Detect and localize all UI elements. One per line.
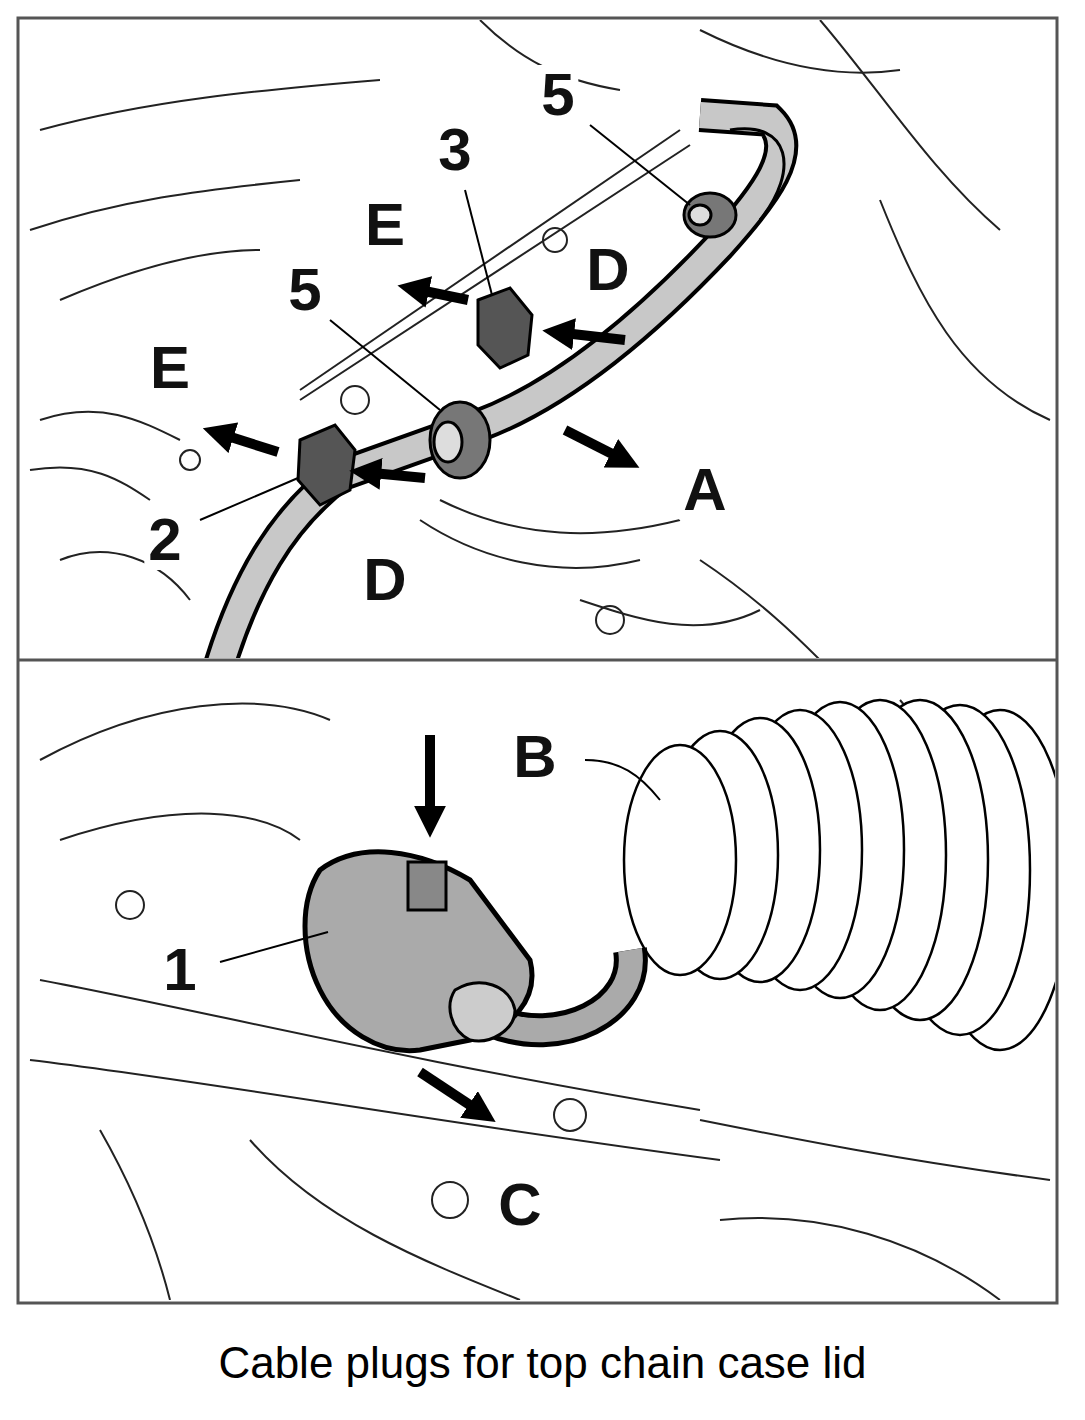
callout-label: 1 <box>159 940 200 1000</box>
panel-divider <box>18 659 1057 662</box>
bellows <box>624 700 1055 1050</box>
callout-label: 5 <box>284 260 325 320</box>
callout-label: D <box>359 550 410 610</box>
engine-background <box>30 20 1050 658</box>
hose <box>220 115 784 658</box>
direction-arrow <box>215 288 628 478</box>
leader-line <box>585 760 660 800</box>
direction-arrow <box>420 735 485 1115</box>
callout-label: A <box>679 460 730 520</box>
engine-background <box>30 700 1050 1300</box>
caption: Cable plugs for top chain case lid <box>0 1337 1085 1390</box>
leader-line <box>220 932 328 962</box>
callout-label: 2 <box>144 510 185 570</box>
callout-label: C <box>494 1175 545 1235</box>
callout-label: B <box>509 727 560 787</box>
callout-label: E <box>146 338 194 398</box>
callout-label: D <box>582 240 633 300</box>
callout-label: E <box>361 195 409 255</box>
connector-plug <box>298 288 532 505</box>
panel-frame <box>18 18 1057 1303</box>
callout-label: 3 <box>434 120 475 180</box>
callout-label: 5 <box>537 65 578 125</box>
connector-plug <box>305 852 631 1051</box>
leader-line <box>200 125 690 520</box>
